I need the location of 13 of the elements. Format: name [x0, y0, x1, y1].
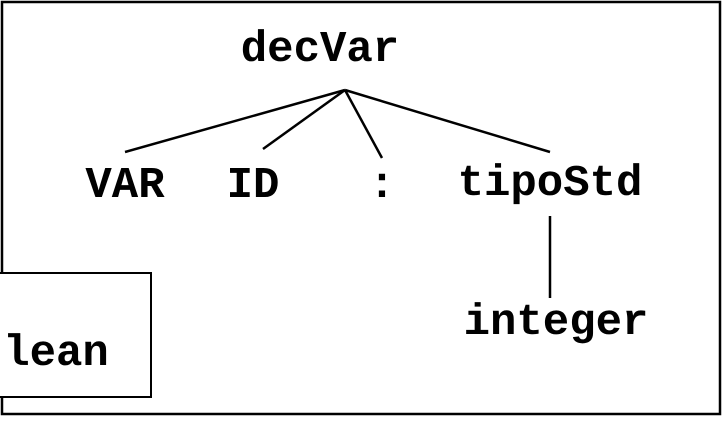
tree-branch: [344, 88, 550, 154]
tree-branch: [262, 88, 346, 150]
label-box: [0, 272, 152, 398]
tree-label: ID: [226, 164, 280, 208]
tree-label: decVar: [240, 28, 400, 72]
tree-label: :: [368, 164, 396, 208]
tree-branch: [124, 88, 346, 154]
tree-branch: [548, 216, 552, 298]
tree-label: lean: [3, 332, 109, 376]
tree-label: VAR: [85, 164, 165, 208]
tree-label: tipoStd: [458, 162, 642, 206]
tree-label: integer: [464, 301, 648, 345]
tree-branch: [344, 89, 384, 159]
